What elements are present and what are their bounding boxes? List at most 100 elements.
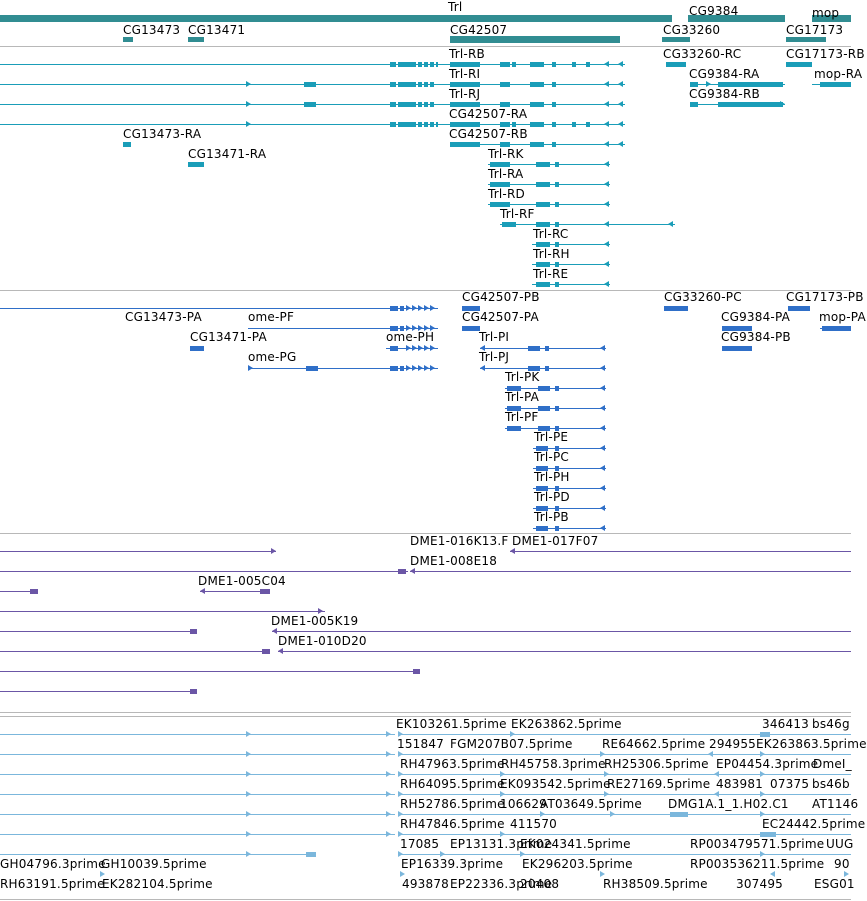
strand-arrow <box>246 121 251 127</box>
intron-line <box>272 631 851 632</box>
feature-label-cg9384-ra: CG9384-RA <box>689 67 760 81</box>
exon-block <box>722 346 752 351</box>
strand-arrow <box>246 851 251 857</box>
intron-line <box>480 368 606 369</box>
exon-block <box>530 142 544 147</box>
strand-arrow <box>398 771 403 777</box>
strand-arrow <box>760 751 765 757</box>
feature-label-mop: mop <box>812 6 840 20</box>
exon-block <box>450 82 480 87</box>
strand-arrow <box>714 791 719 797</box>
intron-line <box>533 488 606 489</box>
exon-block <box>812 15 851 22</box>
exon-block <box>536 222 550 227</box>
exon-block <box>572 62 576 67</box>
exon-block <box>555 446 559 451</box>
exon-block <box>390 346 398 351</box>
exon-block <box>555 262 559 267</box>
strand-arrow <box>318 608 323 614</box>
strand-arrow <box>246 771 251 777</box>
exon-block <box>555 182 559 187</box>
exon-block <box>306 366 318 371</box>
exon-block <box>188 37 204 42</box>
strand-arrow <box>770 871 775 877</box>
exon-block <box>418 102 422 107</box>
strand-arrow <box>604 181 609 187</box>
exon-block <box>413 669 420 674</box>
exon-block <box>30 589 38 594</box>
strand-arrow <box>424 365 429 371</box>
intron-line <box>278 651 851 652</box>
strand-arrow <box>398 851 403 857</box>
feature-label-cg17173: CG17173 <box>786 23 844 37</box>
feature-label-rh25306-5prime: RH25306.5prime <box>604 757 709 771</box>
exon-block <box>190 629 197 634</box>
feature-label-90: 90 <box>834 857 850 871</box>
intron-line <box>510 551 851 552</box>
intron-line <box>533 448 606 449</box>
feature-label-trl-ri: Trl-RI <box>449 67 481 81</box>
track-divider <box>0 533 851 534</box>
exon-block <box>490 182 510 187</box>
intron-line <box>398 854 851 855</box>
exon-block <box>260 589 270 594</box>
strand-arrow <box>398 791 403 797</box>
exon-block <box>536 282 550 287</box>
intron-line <box>532 284 610 285</box>
intron-line <box>398 794 851 795</box>
strand-arrow <box>430 325 435 331</box>
feature-label-rp003536211-5prime: RP003536211.5prime <box>690 857 825 871</box>
strand-arrow <box>424 305 429 311</box>
strand-arrow <box>400 871 405 877</box>
intron-line <box>248 328 438 329</box>
feature-label-dme1-016k13-f: DME1-016K13.F <box>410 534 509 548</box>
strand-arrow <box>480 365 485 371</box>
feature-label-294955: 294955 <box>709 737 757 751</box>
intron-line <box>0 631 197 632</box>
feature-label-cg42507-ra: CG42507-RA <box>449 107 528 121</box>
strand-arrow <box>398 751 403 757</box>
feature-label-ek093542-5prime: EK093542.5prime <box>500 777 611 791</box>
strand-arrow <box>246 101 251 107</box>
feature-label-bs46b: bs46b <box>812 777 850 791</box>
feature-label-cg13473-ra: CG13473-RA <box>123 127 202 141</box>
feature-label-trl-rj: Trl-RJ <box>449 87 481 101</box>
strand-arrow <box>604 201 609 207</box>
strand-arrow <box>248 365 253 371</box>
intron-line <box>200 591 270 592</box>
strand-arrow <box>604 241 609 247</box>
exon-block <box>786 37 826 42</box>
feature-label-ek296203-5prime: EK296203.5prime <box>522 857 633 871</box>
exon-block <box>490 202 510 207</box>
feature-label-cg17173-rb: CG17173-RB <box>786 47 865 61</box>
exon-block <box>450 62 480 67</box>
feature-label-ep16339-3prime: EP16339.3prime <box>401 857 504 871</box>
exon-block <box>424 122 428 127</box>
exon-block <box>786 62 812 67</box>
intron-line <box>0 308 438 309</box>
feature-label-rh52786-5prime: RH52786.5prime <box>400 797 505 811</box>
exon-block <box>718 102 783 107</box>
intron-line <box>248 368 438 369</box>
exon-block <box>390 326 398 331</box>
exon-block <box>536 486 548 491</box>
strand-arrow <box>412 345 417 351</box>
intron-line <box>410 571 851 572</box>
strand-arrow <box>246 731 251 737</box>
feature-label-at03649-5prime: AT03649.5prime <box>540 797 642 811</box>
feature-label-trl-rc: Trl-RC <box>533 227 569 241</box>
feature-label-cg33260: CG33260 <box>663 23 721 37</box>
intron-line <box>0 814 395 815</box>
exon-block <box>430 62 434 67</box>
strand-arrow <box>412 365 417 371</box>
strand-arrow <box>418 365 423 371</box>
exon-block <box>424 62 428 67</box>
strand-arrow <box>500 831 505 837</box>
exon-block <box>507 406 521 411</box>
feature-label-ec24442-5prime: EC24442.5prime <box>762 817 866 831</box>
strand-arrow <box>100 871 105 877</box>
strand-arrow <box>246 811 251 817</box>
strand-arrow <box>500 791 505 797</box>
exon-block <box>555 222 559 227</box>
feature-label-ep04454-3prime: EP04454.3prime <box>716 757 819 771</box>
